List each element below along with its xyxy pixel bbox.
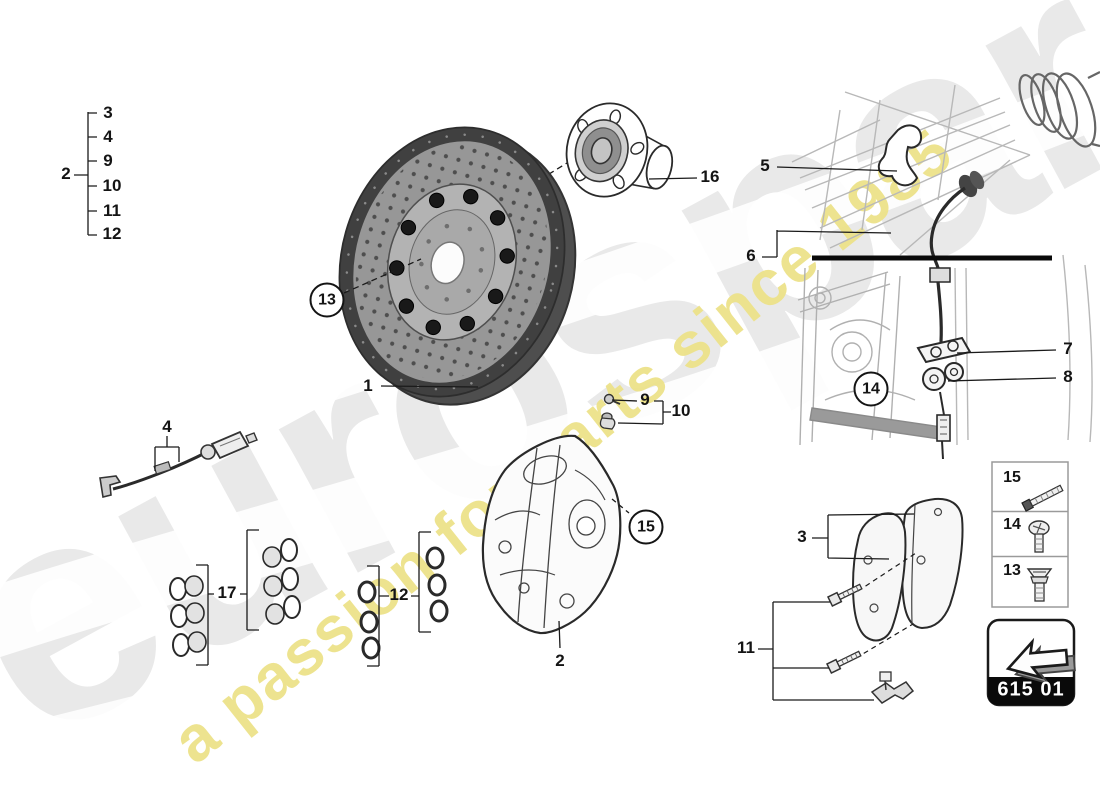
callout-disc[interactable]: 1 [363, 376, 373, 395]
callout-cap[interactable]: 10 [671, 401, 691, 420]
leader-lines [74, 112, 1057, 701]
fastener-legend-box [991, 461, 1069, 608]
callout-pads[interactable]: 3 [797, 527, 807, 546]
group-item-11[interactable]: 11 [103, 201, 121, 220]
brake-hose-drawing [929, 170, 985, 343]
brake-disc-drawing [338, 126, 577, 406]
callout-seal-kit-small[interactable]: 12 [389, 585, 409, 604]
upright-drawing [797, 267, 949, 446]
diagram-code-label[interactable]: 615 01 [997, 678, 1065, 701]
group-2-label[interactable]: 2 [61, 164, 71, 183]
subframe-drawing [791, 84, 1093, 446]
callout-bleeder[interactable]: 9 [640, 390, 650, 409]
wear-sensor-drawing [99, 430, 258, 498]
cv-boot-drawing [1018, 71, 1100, 148]
callout-holder-lower[interactable]: 8 [1063, 367, 1073, 386]
seal-kit-17-drawing [169, 538, 301, 657]
callout-hub[interactable]: 16 [700, 167, 720, 186]
wheel-hub-drawing [565, 102, 674, 198]
arrow-up-left-icon [1005, 637, 1076, 685]
callout-caliper[interactable]: 2 [555, 651, 565, 670]
bleeder-valve-drawing [599, 393, 621, 430]
legend-row-15-label[interactable]: 15 [1003, 469, 1021, 486]
callout-bolt-kit[interactable]: 11 [737, 638, 755, 657]
callout-hose[interactable]: 6 [746, 246, 756, 265]
disc-screw-dashed-line [343, 258, 422, 294]
group-item-3[interactable]: 3 [103, 103, 113, 122]
callout-caliper-screw-circle[interactable]: 14 [853, 371, 889, 407]
countersunk-screw-icon [1026, 568, 1053, 602]
pan-head-screw-icon [1028, 520, 1050, 553]
callout-sensor[interactable]: 4 [162, 417, 172, 436]
seal-kit-12-drawing [357, 546, 449, 660]
group-item-12[interactable]: 12 [102, 224, 122, 243]
group-item-4[interactable]: 4 [103, 127, 113, 146]
callout-seal-kit-large[interactable]: 17 [217, 583, 237, 602]
caliper-screw-dashed-line [611, 498, 630, 514]
callout-holder-upper[interactable]: 7 [1063, 339, 1073, 358]
long-bolt-icon [1021, 484, 1064, 512]
callout-disc-screw-circle[interactable]: 13 [309, 282, 345, 318]
caliper-drawing [481, 434, 622, 635]
nav-box[interactable] [986, 618, 1079, 707]
group-item-10[interactable]: 10 [102, 176, 122, 195]
callout-bracket[interactable]: 5 [760, 156, 770, 175]
group-item-9[interactable]: 9 [103, 151, 113, 170]
callout-pad-bolt-circle[interactable]: 15 [628, 509, 664, 545]
pad-bolts-drawing [825, 583, 915, 704]
legend-row-13-label[interactable]: 13 [1003, 562, 1021, 579]
legend-row-14-label[interactable]: 14 [1003, 516, 1021, 533]
brake-pads-drawing [851, 497, 964, 659]
